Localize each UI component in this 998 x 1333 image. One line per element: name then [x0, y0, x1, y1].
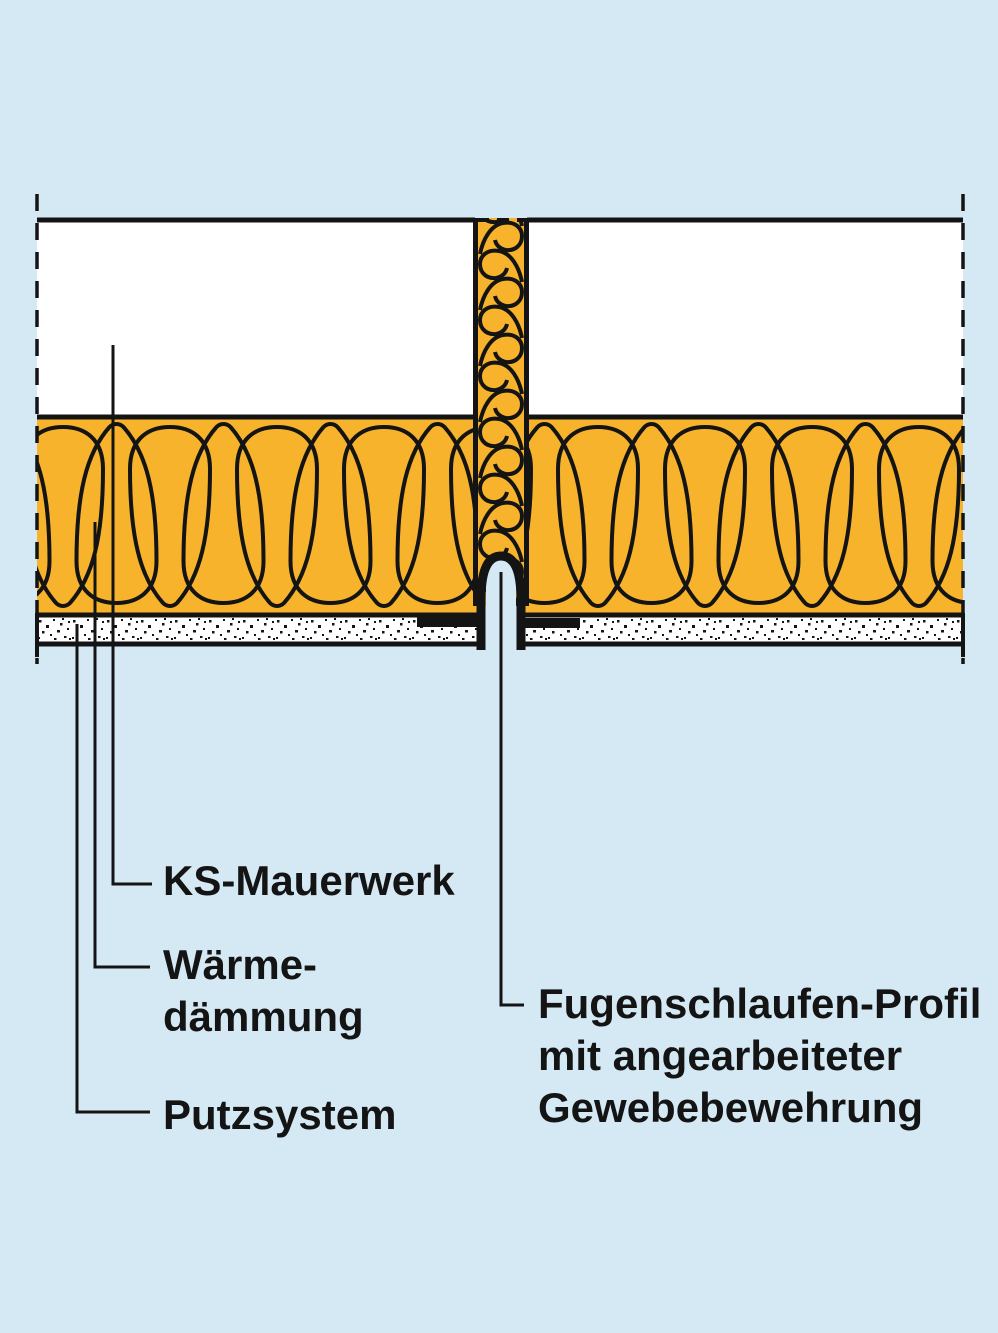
- leader-waermedaemmung: [93, 522, 150, 969]
- leader-lines: [75, 345, 524, 1114]
- mesh-flange-left: [417, 616, 477, 627]
- insulation-layer-right: [525, 417, 963, 615]
- label-waermedaemmung-line2: dämmung: [163, 993, 364, 1040]
- label-putzsystem: Putzsystem: [163, 1089, 396, 1141]
- render-coat-right: [525, 617, 963, 642]
- label-waermedaemmung-line1: Wärme-: [163, 941, 318, 988]
- joint-loop-profile: [476, 551, 526, 650]
- label-fugenschlaufen-profil: Fugenschlaufen-Profil mit angearbeiteter…: [538, 978, 981, 1134]
- label-ks-mauerwerk-text: KS-Mauerwerk: [163, 857, 455, 904]
- layer-outlines: [35, 217, 965, 657]
- label-waermedaemmung: Wärme- dämmung: [163, 939, 364, 1043]
- insulation-layer-left: [37, 417, 477, 615]
- label-ks-mauerwerk: KS-Mauerwerk: [163, 855, 455, 907]
- joint-insulation-strip: [474, 218, 528, 606]
- label-fugenschlaufen-line1: Fugenschlaufen-Profil: [538, 980, 982, 1027]
- masonry-block-left: [37, 218, 477, 417]
- leader-ks-mauerwerk: [111, 345, 152, 886]
- label-fugenschlaufen-line3: Gewebebewehrung: [538, 1084, 924, 1131]
- render-coat-left: [37, 617, 477, 642]
- label-fugenschlaufen-line2: mit angearbeiteter: [538, 1032, 903, 1079]
- masonry-block-right: [525, 218, 963, 417]
- leader-fugenschlaufen: [499, 572, 524, 1007]
- leader-putzsystem: [75, 624, 150, 1114]
- label-putzsystem-text: Putzsystem: [163, 1091, 397, 1138]
- mesh-flange-right: [525, 618, 580, 628]
